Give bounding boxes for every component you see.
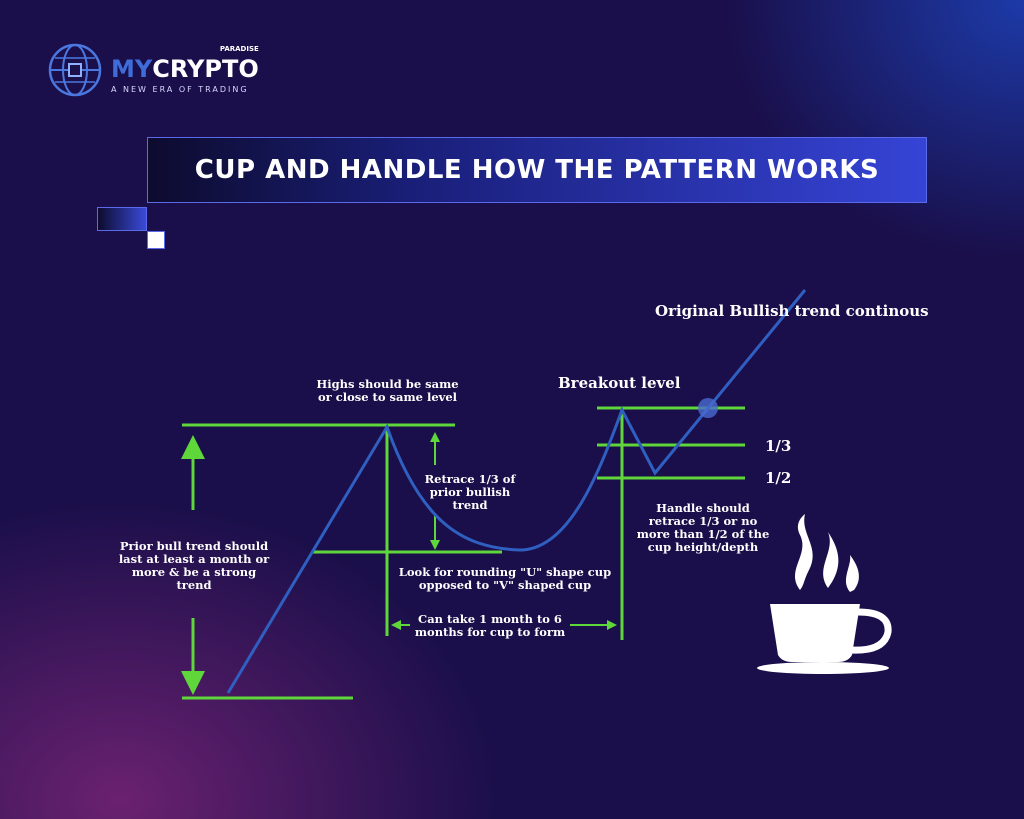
breakout-point	[698, 398, 718, 418]
decor-square-small	[147, 231, 165, 249]
title-banner: CUP AND HANDLE HOW THE PATTERN WORKS	[147, 137, 927, 203]
page-title: CUP AND HANDLE HOW THE PATTERN WORKS	[194, 155, 880, 185]
price-line	[226, 289, 807, 694]
one-third-label: 1/3	[765, 437, 792, 455]
prior-trend-label: Prior bull trend should last at least a …	[118, 539, 270, 592]
logo-tagline: A NEW ERA OF TRADING	[111, 85, 249, 94]
logo-super: PARADISE	[219, 45, 259, 53]
retrace-label: Retrace 1/3 of prior bullish trend	[424, 472, 516, 512]
trend-continues-label: Original Bullish trend continous	[655, 302, 929, 320]
logo: PARADISE MYCRYPTO A NEW ERA OF TRADING	[47, 42, 259, 98]
globe-icon	[48, 43, 102, 97]
one-half-label: 1/2	[765, 469, 792, 487]
logo-brand-b: CRYPTO	[152, 55, 259, 83]
highs-label: Highs should be same or close to same le…	[316, 377, 459, 404]
coffee-cup-icon	[757, 514, 892, 674]
decor-square	[97, 207, 147, 231]
handle-label: Handle should retrace 1/3 or no more tha…	[636, 501, 770, 554]
breakout-label: Breakout level	[558, 374, 681, 392]
rounding-label: Look for rounding "U" shape cup opposed …	[398, 565, 612, 592]
duration-label: Can take 1 month to 6 months for cup to …	[414, 612, 566, 639]
logo-brand-a: MY	[111, 55, 153, 83]
